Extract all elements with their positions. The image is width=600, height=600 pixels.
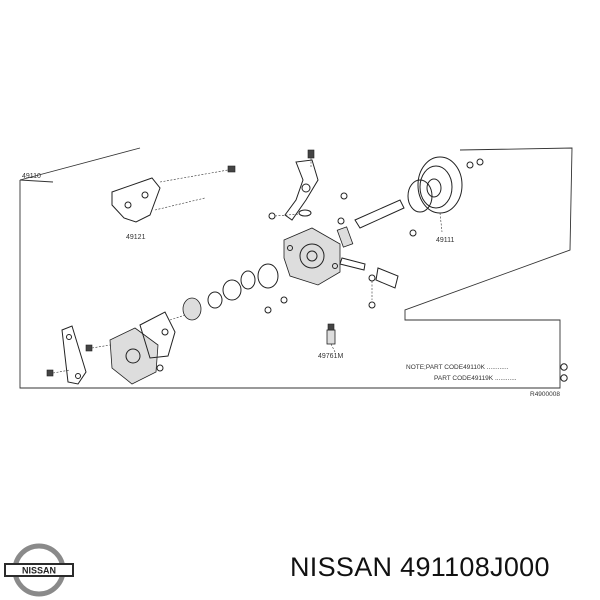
note-line-2: PART CODE49119K ............: [434, 375, 517, 382]
label-49111: 49111: [436, 237, 455, 244]
pulley-49111: 49111: [407, 156, 484, 244]
diagram-frame: [19, 147, 573, 389]
nissan-logo: NISSAN: [4, 543, 74, 597]
bracket-left: [46, 325, 111, 385]
logo-text: NISSAN: [22, 566, 56, 576]
label-49121: 49121: [126, 234, 146, 241]
note-symbol-1: [560, 363, 568, 371]
rear-cover: [109, 311, 176, 385]
valve-49761m: 49761M: [318, 323, 343, 360]
fittings-right: [339, 257, 399, 309]
pump-internals: [169, 263, 288, 321]
note-line-1: NOTE;PART CODE49110K ............: [406, 364, 509, 371]
linkage-assembly: [268, 149, 319, 221]
bracket-49121: 49121: [111, 165, 236, 241]
diagram-reference: R4900008: [530, 391, 560, 398]
note-symbol-2: [560, 374, 568, 382]
shaft-assembly: [336, 192, 405, 248]
pump-body: [283, 227, 341, 286]
assembly-leader: [19, 179, 54, 183]
label-49110: 49110: [22, 173, 41, 180]
part-caption: NISSAN 491108J000: [290, 552, 550, 582]
label-49761m: 49761M: [318, 353, 343, 360]
